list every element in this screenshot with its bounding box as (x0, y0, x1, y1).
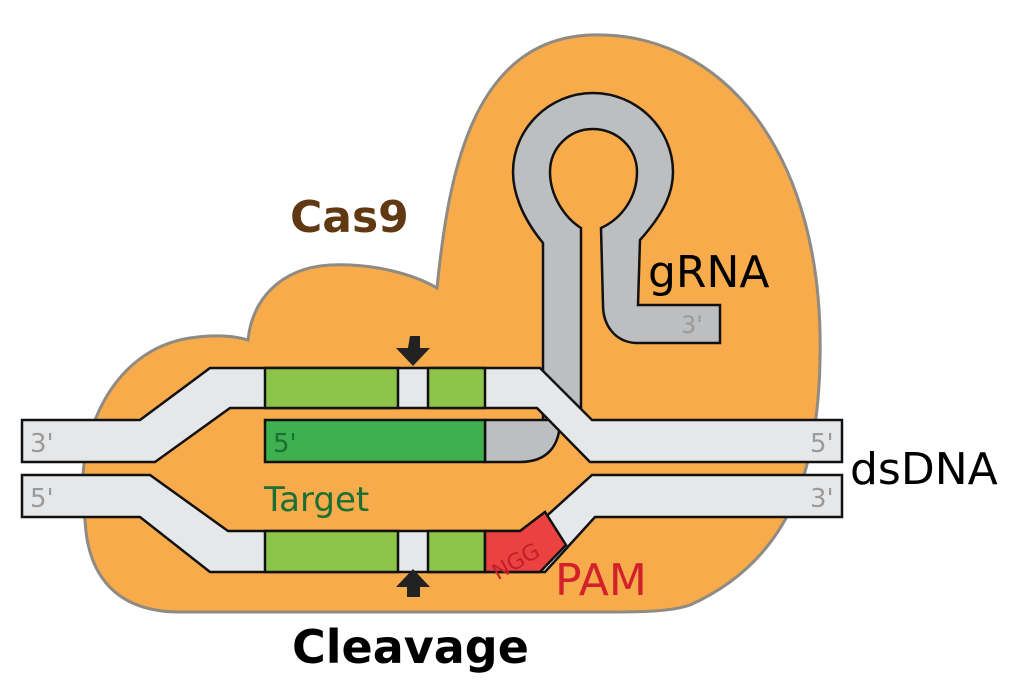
protospacer-bottom-left (263, 529, 400, 574)
bottom-strand-right-end-label: 3' (810, 484, 834, 514)
guide-target-strand (263, 418, 487, 464)
target-label: Target (263, 480, 369, 520)
grna-label: gRNA (648, 247, 770, 298)
dsdna-label: dsDNA (850, 444, 998, 495)
arrow-down-icon (396, 336, 430, 366)
pam-label: PAM (555, 555, 647, 606)
top-strand-right-end-label: 5' (810, 429, 834, 459)
target-strand-5prime-label: 5' (273, 429, 297, 459)
protospacer-bottom-right (426, 529, 487, 574)
arrow-up-icon (396, 569, 430, 597)
grna-3prime-label: 3' (681, 311, 703, 339)
cas9-label: Cas9 (290, 192, 409, 243)
pam-segment (483, 510, 568, 574)
protospacer-top-left (263, 366, 400, 410)
protospacer-top-right (426, 366, 487, 410)
grna-hairpin (511, 91, 722, 422)
top-strand-left-end-label: 3' (30, 429, 54, 459)
dna-top-strand (20, 366, 844, 464)
cleavage-label: Cleavage (292, 620, 529, 674)
dna-bottom-strand (20, 473, 844, 574)
bottom-strand-left-end-label: 5' (30, 484, 54, 514)
